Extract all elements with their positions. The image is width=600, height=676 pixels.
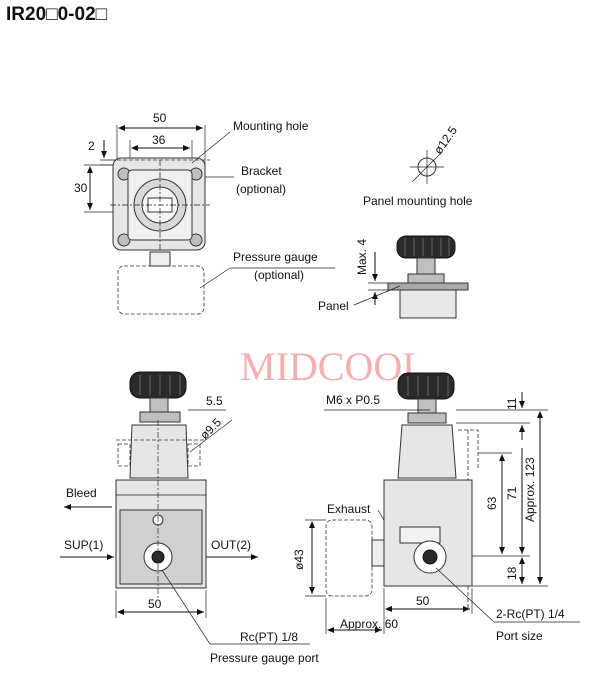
front-dim-95: ø9.5 bbox=[197, 415, 224, 442]
sup-label: SUP(1) bbox=[64, 538, 103, 552]
bracket-optional-label: (optional) bbox=[236, 182, 286, 196]
pressure-gauge-label: Pressure gauge bbox=[233, 250, 318, 264]
side-view: ø43 Exhaust M6 x P0.5 11 63 71 Approx. 1… bbox=[292, 372, 580, 643]
max4-label: Max. 4 bbox=[355, 239, 369, 275]
top-dim-30: 30 bbox=[74, 181, 88, 195]
top-dim-36: 36 bbox=[152, 133, 166, 147]
side-dim-18: 18 bbox=[505, 566, 519, 580]
diagram-title: IR20□0-02□ bbox=[6, 4, 108, 25]
gauge-port-label: Pressure gauge port bbox=[210, 651, 319, 665]
side-dim-50: 50 bbox=[416, 594, 430, 608]
panel-dia-label: ø12.5 bbox=[431, 123, 460, 156]
port-rc-label: 2-Rc(PT) 1/4 bbox=[496, 607, 565, 621]
bleed-label: Bleed bbox=[66, 486, 97, 500]
panel-label: Panel bbox=[318, 299, 349, 313]
front-dim-55: 5.5 bbox=[206, 394, 223, 408]
approx60-label: Approx. 60 bbox=[340, 617, 398, 631]
side-dim-123: Approx. 123 bbox=[523, 457, 537, 522]
side-dim-11: 11 bbox=[505, 397, 519, 410]
port-size-label: Port size bbox=[496, 629, 543, 643]
mounting-hole-label: Mounting hole bbox=[233, 119, 309, 133]
rc18-label: Rc(PT) 1/8 bbox=[240, 630, 298, 644]
side-dim-63: 63 bbox=[485, 496, 499, 510]
exhaust-label: Exhaust bbox=[327, 502, 371, 516]
side-dim-71: 71 bbox=[505, 486, 519, 500]
panel-view: ø12.5 Panel mounting hole Max. 4 Panel bbox=[318, 123, 473, 319]
thread-label: M6 x P0.5 bbox=[326, 393, 380, 407]
front-dim-50: 50 bbox=[148, 597, 162, 611]
gauge-optional-label: (optional) bbox=[254, 268, 304, 282]
out-label: OUT(2) bbox=[211, 538, 251, 552]
bracket-label: Bracket bbox=[241, 164, 282, 178]
top-dim-50: 50 bbox=[153, 111, 167, 125]
top-view: 50 36 2 30 Mounting hole bbox=[74, 111, 335, 315]
panel-mounting-hole-label: Panel mounting hole bbox=[363, 194, 473, 208]
side-dim-43: ø43 bbox=[292, 549, 306, 570]
watermark: MIDCOOL bbox=[240, 344, 427, 389]
top-dim-2: 2 bbox=[88, 139, 95, 153]
front-view: 5.5 ø9.5 Bleed SUP(1) OUT(2) 50 Rc(PT) 1… bbox=[60, 371, 319, 665]
